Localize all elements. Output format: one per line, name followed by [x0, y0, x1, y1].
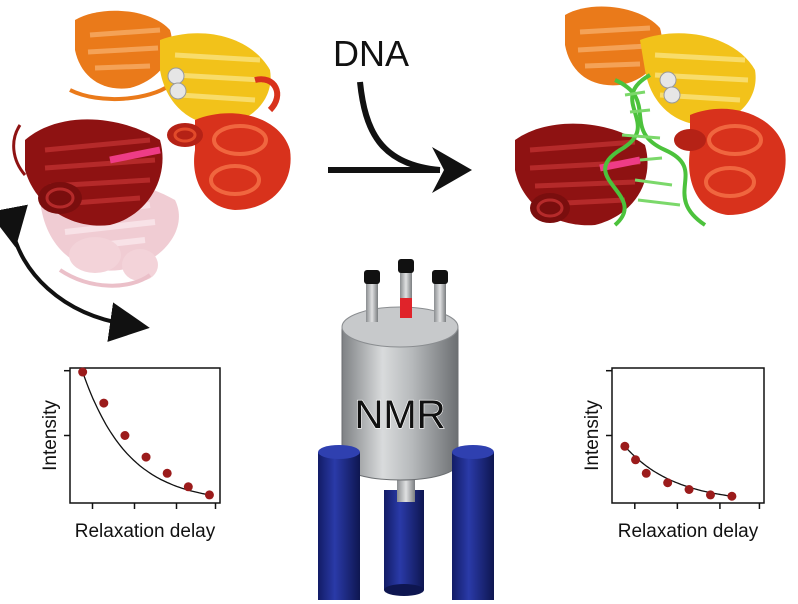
- reaction-arrow-head: [432, 147, 472, 193]
- magnet-tube-center: [400, 272, 412, 300]
- fit-curve: [82, 371, 210, 496]
- data-point: [631, 455, 641, 465]
- data-point: [727, 491, 737, 501]
- magnet-cap-left: [364, 270, 380, 284]
- magnet-cap-right: [432, 270, 448, 284]
- complex-yellow-domain: [640, 33, 756, 125]
- nmr-label: NMR: [354, 393, 445, 437]
- magnet-leg-back: [384, 490, 424, 590]
- data-point: [204, 490, 214, 500]
- protein-dna-complex-structure: [515, 6, 786, 227]
- nmr-magnet: NMR: [318, 259, 494, 600]
- dna-label: DNA: [333, 33, 409, 74]
- data-point: [99, 398, 109, 408]
- data-point: [183, 482, 193, 492]
- data-point: [705, 490, 715, 500]
- data-point: [663, 478, 673, 488]
- magnet-cap-center: [398, 259, 414, 273]
- data-point: [141, 452, 151, 462]
- complex-dark-red-domain: [515, 123, 648, 226]
- data-point: [120, 431, 130, 440]
- magnet-tube-right: [434, 282, 446, 322]
- protein-free-structure: [0, 10, 291, 342]
- chart-free-relaxation: Relaxation delay Intensity: [40, 367, 221, 542]
- x-axis-label: Relaxation delay: [75, 521, 216, 542]
- data-point: [620, 441, 630, 451]
- complex-orange-domain: [565, 6, 662, 86]
- chart-frame: [69, 367, 221, 504]
- y-axis-label: Intensity: [40, 400, 61, 471]
- dna-binding-arrow-curve: [357, 81, 441, 173]
- data-point: [162, 468, 172, 478]
- magnet-sample-red: [400, 298, 412, 318]
- exchange-double-arrow: [0, 204, 150, 342]
- yellow-domain: [160, 33, 271, 125]
- red-domain: [167, 76, 291, 210]
- chart-frame: [611, 367, 765, 504]
- y-axis-label: Intensity: [582, 400, 603, 471]
- magnet-tube-left: [366, 282, 378, 322]
- data-point: [684, 485, 694, 494]
- chart-bound-relaxation: Relaxation delay Intensity: [582, 367, 765, 542]
- complex-red-domain: [674, 108, 786, 215]
- data-point: [78, 367, 88, 377]
- magnet-leg-right: [452, 452, 494, 600]
- dna-double-helix: [603, 73, 707, 227]
- data-point: [641, 468, 651, 478]
- x-axis-label: Relaxation delay: [618, 521, 759, 542]
- orange-domain: [69, 10, 172, 101]
- fit-curve: [624, 445, 733, 497]
- magnet-leg-left: [318, 452, 360, 600]
